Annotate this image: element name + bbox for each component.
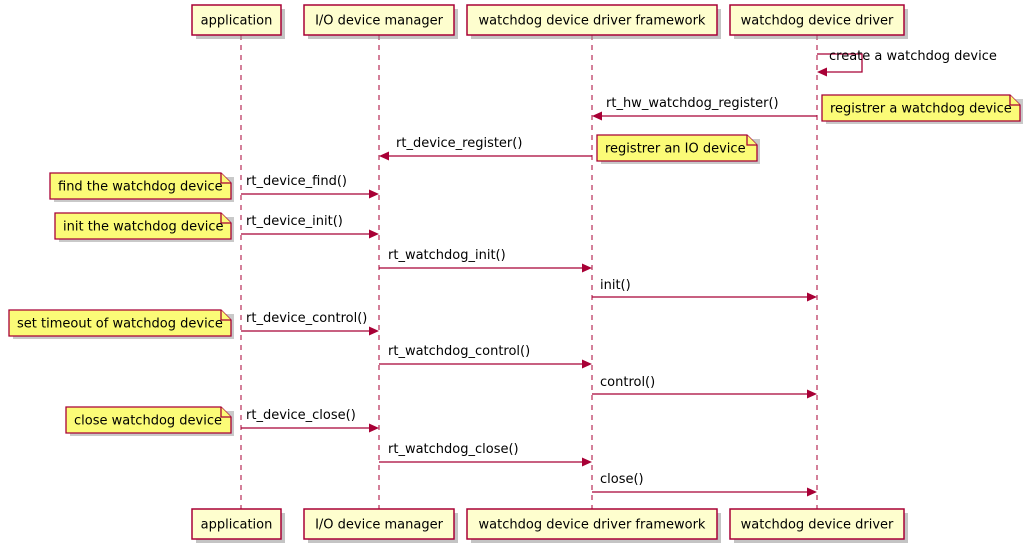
participant-box[interactable]: [729, 508, 905, 540]
note-fold-corner-icon: [220, 407, 231, 418]
participant-box[interactable]: [729, 4, 905, 36]
message-rt-watchdog-control: rt_watchdog_control(): [379, 344, 592, 369]
participant-label: I/O device manager: [315, 518, 443, 533]
arrow-head-icon: [582, 457, 592, 467]
message-rt-watchdog-close: rt_watchdog_close(): [379, 442, 592, 467]
note-label: registrer an IO device: [605, 142, 746, 157]
participant-box[interactable]: [466, 508, 718, 540]
arrow-head-icon: [582, 263, 592, 273]
participant-box[interactable]: [303, 4, 455, 36]
message-label: rt_watchdog_close(): [388, 442, 519, 457]
message-control: control(): [592, 375, 817, 399]
message-rt-device-close: rt_device_close(): [241, 408, 379, 433]
message-rt-device-init: rt_device_init(): [241, 214, 379, 239]
message-label: rt_device_control(): [246, 311, 367, 326]
participant-label: watchdog device driver framework: [479, 518, 706, 533]
note-body: [54, 212, 232, 240]
participant-header-driver[interactable]: watchdog device driver: [729, 4, 908, 39]
message-label: rt_watchdog_init(): [388, 248, 506, 263]
participant-label: watchdog device driver: [741, 14, 894, 29]
participant-header-application[interactable]: application: [191, 4, 285, 39]
note-fold-corner-icon: [220, 213, 231, 224]
arrow-head-icon: [369, 326, 379, 336]
message-rt-watchdog-init: rt_watchdog_init(): [379, 248, 592, 273]
note-body: [65, 406, 232, 434]
arrow-head-icon: [379, 151, 389, 161]
participant-label: application: [201, 14, 273, 29]
note-find-watchdog-device: find the watchdog device: [49, 172, 234, 202]
arrow-head-icon: [592, 111, 602, 121]
note-init-watchdog-device: init the watchdog device: [54, 212, 234, 242]
participant-box[interactable]: [191, 508, 282, 540]
messages-layer: create a watchdog device rt_hw_watchdog_r…: [241, 49, 997, 497]
note-body: [8, 309, 232, 337]
note-label: registrer a watchdog device: [830, 102, 1012, 117]
message-label: rt_hw_watchdog_register(): [606, 96, 779, 111]
note-fold-corner-icon: [746, 135, 757, 146]
arrow-head-icon: [369, 423, 379, 433]
participant-box[interactable]: [466, 4, 718, 36]
arrow-head-icon: [807, 292, 817, 302]
message-label: rt_device_register(): [396, 136, 522, 151]
participant-label: application: [201, 518, 273, 533]
message-init: init(): [592, 278, 817, 302]
participant-footer-driver[interactable]: watchdog device driver: [729, 508, 908, 543]
arrow-head-icon: [582, 359, 592, 369]
note-registrer-watchdog-device: registrer a watchdog device: [821, 94, 1023, 124]
participant-box[interactable]: [191, 4, 282, 36]
message-label: control(): [600, 375, 655, 390]
participant-footer-application[interactable]: application: [191, 508, 285, 543]
notes-layer: registrer a watchdog device registrer an …: [8, 94, 1023, 436]
message-label: close(): [600, 472, 644, 487]
note-body: [49, 172, 232, 200]
message-rt-device-find: rt_device_find(): [241, 174, 379, 199]
note-fold-corner-icon: [1009, 95, 1020, 106]
participant-box[interactable]: [303, 508, 455, 540]
participant-label: I/O device manager: [315, 14, 443, 29]
message-label: rt_device_init(): [246, 214, 343, 229]
arrow-head-icon: [369, 189, 379, 199]
note-fold-corner-icon: [220, 310, 231, 321]
note-body: [596, 134, 758, 162]
arrow-head-icon: [807, 487, 817, 497]
message-label: init(): [600, 278, 631, 293]
participant-label: watchdog device driver framework: [479, 14, 706, 29]
participant-header-iodm[interactable]: I/O device manager: [303, 4, 458, 39]
note-label: init the watchdog device: [63, 220, 224, 235]
participant-footer-iodm[interactable]: I/O device manager: [303, 508, 458, 543]
note-set-timeout-watchdog-device: set timeout of watchdog device: [8, 309, 234, 339]
message-path: [817, 53, 863, 73]
message-rt-hw-watchdog-register: rt_hw_watchdog_register(): [592, 96, 817, 121]
message-label: create a watchdog device: [829, 49, 997, 64]
message-label: rt_device_close(): [246, 408, 356, 423]
note-label: close watchdog device: [74, 414, 222, 429]
note-label: set timeout of watchdog device: [17, 317, 223, 332]
note-close-watchdog-device: close watchdog device: [65, 406, 234, 436]
participant-footer-framework[interactable]: watchdog device driver framework: [466, 508, 721, 543]
participant-label: watchdog device driver: [741, 518, 894, 533]
participant-header-framework[interactable]: watchdog device driver framework: [466, 4, 721, 39]
message-rt-device-control: rt_device_control(): [241, 311, 379, 336]
note-registrer-io-device: registrer an IO device: [596, 134, 760, 164]
message-rt-device-register: rt_device_register(): [379, 136, 592, 161]
message-label: rt_watchdog_control(): [388, 344, 530, 359]
note-label: find the watchdog device: [58, 180, 223, 195]
message-create-watchdog-device: create a watchdog device: [817, 49, 997, 77]
arrow-head-icon: [807, 389, 817, 399]
message-label: rt_device_find(): [246, 174, 347, 189]
note-body: [821, 94, 1021, 122]
arrow-head-icon: [369, 229, 379, 239]
note-fold-corner-icon: [220, 173, 231, 184]
arrow-head-icon: [817, 67, 827, 77]
message-close: close(): [592, 472, 817, 497]
